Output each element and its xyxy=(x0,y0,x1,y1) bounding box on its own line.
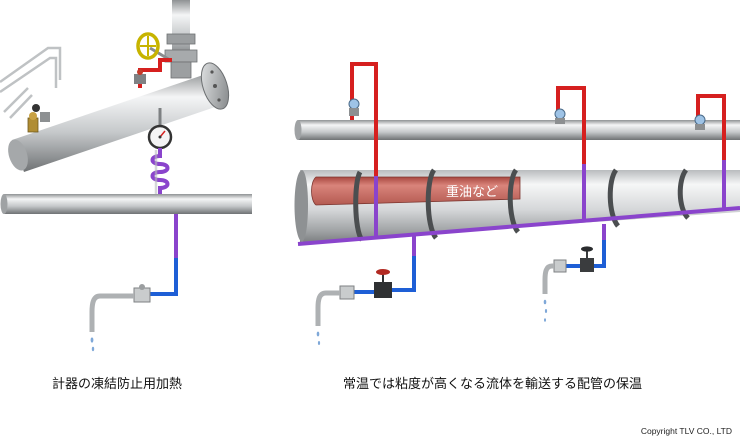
steam-header-pipe xyxy=(294,120,740,140)
gate-valve-icon xyxy=(580,246,594,272)
gate-valve-icon xyxy=(348,98,360,116)
process-pipe: 重油など xyxy=(294,168,740,242)
drain-outlet xyxy=(315,290,340,326)
drain-outlet xyxy=(542,263,554,294)
fluid-label: 重油など xyxy=(446,184,498,200)
drip-icon xyxy=(543,299,548,322)
drip-icon xyxy=(90,337,95,352)
steam-trap-icon xyxy=(553,259,567,273)
drip-icon xyxy=(316,331,321,345)
condensate-return-line xyxy=(150,258,178,296)
drain-outlet xyxy=(89,293,134,332)
pressure-gauge-icon xyxy=(147,124,173,150)
condensate-return-line xyxy=(592,240,606,268)
right-figure-caption: 常温では粘度が高くなる流体を輸送する配管の保温 xyxy=(343,377,643,392)
condensate-return-line xyxy=(390,256,416,292)
left-figure-caption: 計器の凍結防止用加熱 xyxy=(52,377,183,392)
steam-trap-icon xyxy=(339,285,355,300)
gate-valve-icon xyxy=(374,269,392,298)
steam-supply-line xyxy=(556,86,586,164)
right-figure: 重油など xyxy=(294,62,740,345)
upper-main-pipe xyxy=(8,62,230,172)
tracer-unit-2 xyxy=(542,86,606,322)
steam-trap-icon xyxy=(133,284,151,303)
tracer-unit-1 xyxy=(315,62,416,345)
steam-supply-line xyxy=(350,62,378,176)
gate-valve-icon xyxy=(134,69,146,84)
tracing-line xyxy=(297,206,740,246)
small-bore-tubing xyxy=(0,46,62,119)
tracing-coil xyxy=(150,148,170,196)
handwheel-valve-icon xyxy=(136,32,171,62)
riser-pipe xyxy=(172,0,190,60)
tracer-unit-3 xyxy=(694,94,726,210)
gate-valve-icon xyxy=(554,108,566,124)
lower-horizontal-pipe xyxy=(0,194,252,214)
steam-trap-icon xyxy=(27,104,50,133)
copyright-notice: Copyright TLV CO., LTD xyxy=(640,426,732,436)
steam-supply-line xyxy=(696,94,726,160)
left-figure xyxy=(0,0,252,352)
gate-valve-icon xyxy=(694,114,706,130)
heated-pipe-band xyxy=(311,176,521,206)
